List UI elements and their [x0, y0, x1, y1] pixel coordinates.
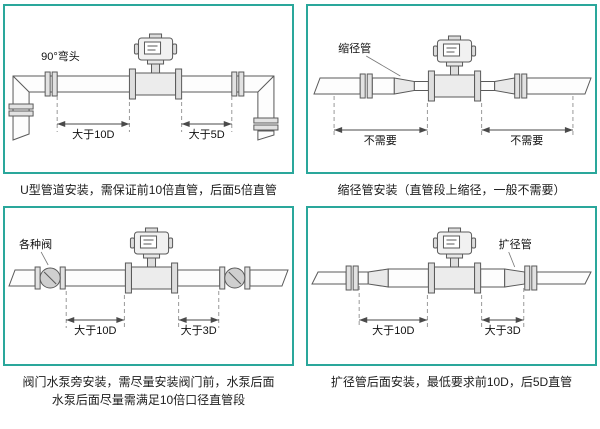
caption-valve: 阀门水泵旁安装，需尽量安装阀门前，水泵后面 水泵后面尽量需满足10倍口径直管段 [3, 369, 294, 427]
dim-label-upstream: 大于10D [74, 323, 116, 337]
flowmeter [427, 227, 482, 294]
reducer-pipe [313, 77, 592, 95]
flowmeter [427, 35, 482, 102]
callout-elbow-label: 90°弯头 [41, 49, 80, 63]
u-pipe [8, 75, 279, 141]
dim-label-downstream: 大于3D [485, 323, 521, 337]
caption-reducer: 缩径管安装（直管段上缩径，一般不需要） [306, 177, 597, 203]
u-type-pipe-diagram: 90°弯头 大于10D 大于5D [8, 33, 279, 141]
flowmeter [124, 227, 179, 294]
dim-upstream: 大于10D [358, 286, 428, 337]
dim-downstream: 大于3D [178, 291, 220, 337]
caption-text: 缩径管安装（直管段上缩径，一般不需要） [337, 183, 566, 197]
caption-expander: 扩径管后面安装，最低要求前10D，后5D直管 [306, 369, 597, 427]
reducer-pipe-diagram: 缩径管 不需要 不需要 [313, 35, 592, 147]
dim-label-downstream: 大于5D [189, 127, 225, 141]
panel-expander: 扩径管 大于10D 大于3D [306, 206, 597, 366]
expander-pipe [311, 268, 592, 288]
valve-pipe [8, 269, 289, 287]
dim-downstream: 大于3D [481, 288, 525, 337]
callout-leader [508, 251, 516, 268]
expander-pipe-diagram: 扩径管 大于10D 大于3D [311, 227, 592, 337]
callout-leader [40, 251, 49, 266]
flowmeter [128, 33, 183, 100]
dim-label-upstream: 大于10D [372, 323, 414, 337]
dim-upstream: 大于10D [65, 291, 125, 337]
dim-label-downstream: 不需要 [510, 134, 543, 147]
valve [219, 266, 251, 290]
caption-text-line1: 阀门水泵旁安装，需尽量安装阀门前，水泵后面 [22, 375, 275, 389]
dim-downstream: 不需要 [481, 96, 574, 147]
valve-pipe-diagram: 各种阀 大于10D 大于3D [8, 227, 289, 337]
dim-label-upstream: 不需要 [364, 134, 397, 147]
flange-pair [345, 265, 359, 291]
valve [34, 266, 66, 290]
caption-text: U型管道安装，需保证前10倍直管，后面5倍直管 [20, 183, 277, 197]
caption-u-type: U型管道安装，需保证前10倍直管，后面5倍直管 [3, 177, 294, 203]
flange-pair [524, 265, 538, 291]
flange-pair [514, 73, 528, 99]
panel-valve: 各种阀 大于10D 大于3D [3, 206, 294, 366]
dim-upstream: 大于10D [56, 96, 130, 141]
callout-leader [365, 55, 401, 77]
dim-label-downstream: 大于3D [181, 323, 217, 337]
flange-pair [359, 73, 373, 99]
dim-downstream: 大于5D [181, 96, 233, 141]
caption-text: 扩径管后面安装，最低要求前10D，后5D直管 [330, 375, 573, 389]
dim-label-upstream: 大于10D [72, 127, 114, 141]
callout-expander-label: 扩径管 [499, 237, 532, 251]
dim-upstream: 不需要 [333, 96, 428, 147]
callout-reducer-label: 缩径管 [338, 41, 371, 55]
panel-u-type: 90°弯头 大于10D 大于5D [3, 4, 294, 174]
caption-text-line2: 水泵后面尽量需满足10倍口径直管段 [51, 393, 246, 407]
callout-valve-label: 各种阀 [19, 237, 52, 251]
panel-reducer: 缩径管 不需要 不需要 [306, 4, 597, 174]
